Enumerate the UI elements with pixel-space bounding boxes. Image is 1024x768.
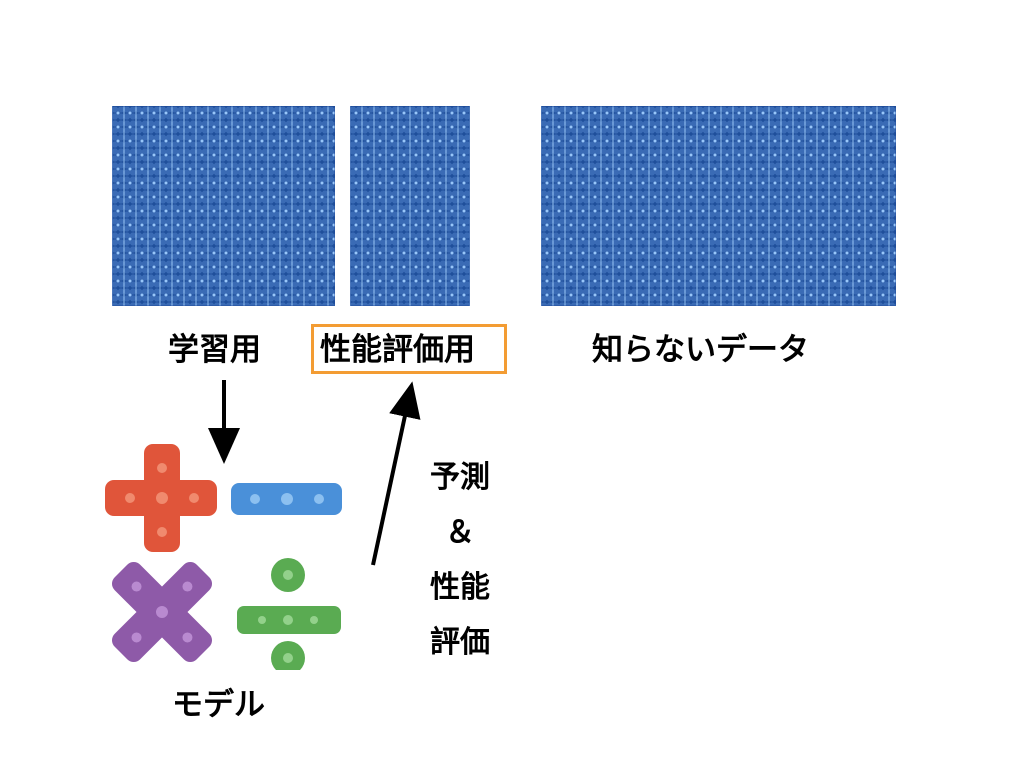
model-label: モデル: [172, 687, 265, 723]
model-to-eval-arrow: [371, 381, 421, 566]
model-illustration: [105, 444, 342, 670]
minus-icon: [231, 483, 342, 515]
side-text-line-4: 評価: [430, 625, 490, 660]
plus-icon: [105, 444, 217, 552]
side-text-line-2: ＆: [445, 515, 475, 550]
side-text-line-3: 性能: [430, 570, 490, 605]
unknown-data-image: [541, 106, 896, 306]
training-data-image: [112, 106, 335, 306]
evaluation-label: 性能評価用: [320, 332, 475, 368]
side-text-line-1: 予測: [430, 460, 490, 495]
predict-evaluate-text: 予測 ＆ 性能 評価: [420, 450, 500, 670]
training-label: 学習用: [168, 332, 261, 368]
divide-icon: [237, 558, 341, 670]
evaluation-data-image: [350, 106, 470, 306]
evaluation-label-box: [311, 324, 507, 374]
times-icon: [111, 561, 213, 663]
unknown-data-label: 知らないデータ: [592, 332, 809, 368]
